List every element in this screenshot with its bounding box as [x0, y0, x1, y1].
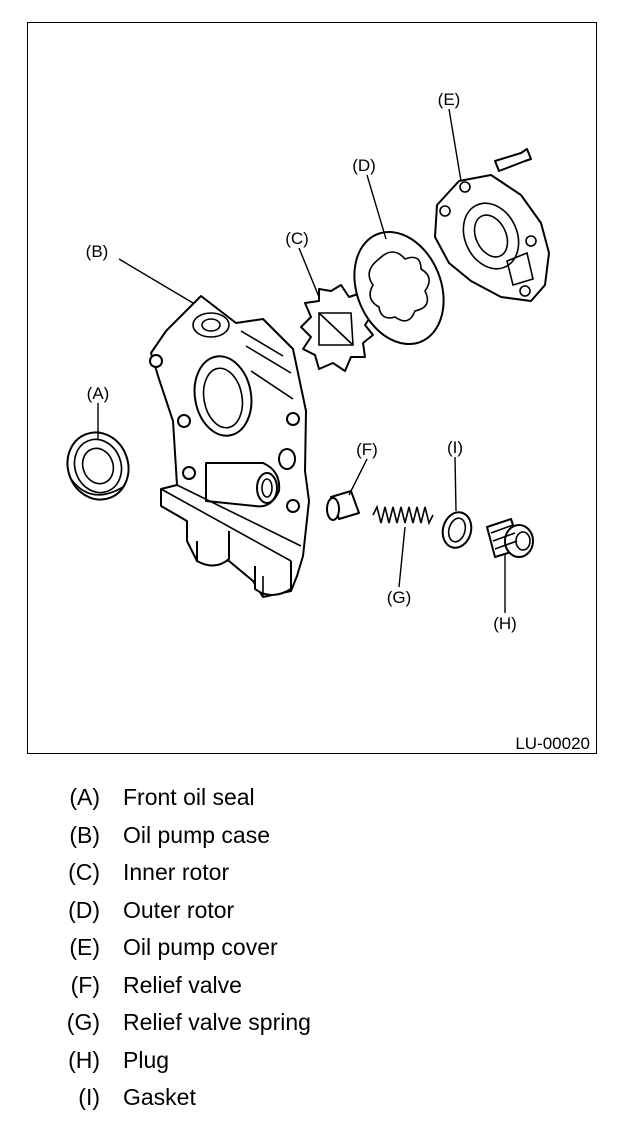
legend-key: (A) — [69, 784, 100, 810]
callout-e: (E) — [438, 90, 461, 109]
legend-key: (I) — [78, 1084, 100, 1110]
callout-h: (H) — [493, 614, 517, 633]
legend-text: Relief valve — [123, 971, 242, 998]
legend-item: (I) Gasket — [0, 1082, 624, 1112]
legend-text: Gasket — [123, 1084, 196, 1110]
legend-text: Oil pump cover — [123, 934, 278, 960]
legend-item: (E) Oil pump cover — [0, 932, 624, 962]
legend-item: (D) Outer rotor — [0, 895, 624, 925]
legend-text: Inner rotor — [123, 859, 230, 885]
callout-c: (C) — [285, 229, 309, 248]
legend-key: (G) — [66, 1009, 100, 1035]
exploded-view-drawing: (A) (B) (C) (D) (E) (F) (G) (H) (I) LU-0… — [66, 90, 590, 753]
leader-b — [118, 258, 194, 304]
front-oil-seal-drawing — [66, 431, 130, 501]
legend-item: (G) Relief valve spring — [0, 1007, 624, 1037]
legend-key: (H) — [68, 1046, 100, 1073]
oil-pump-cover-drawing — [434, 148, 550, 302]
gasket-drawing — [441, 511, 473, 549]
relief-valve-spring-drawing — [372, 504, 434, 526]
leader-f — [348, 458, 368, 496]
legend-text: Front oil seal — [123, 784, 255, 810]
oil-pump-case-drawing — [149, 295, 310, 598]
leader-e — [448, 108, 462, 182]
legend-key: (D) — [68, 896, 100, 923]
figure-code: LU-00020 — [515, 734, 590, 753]
callout-a: (A) — [87, 384, 110, 403]
legend-item: (H) Plug — [0, 1045, 624, 1075]
callout-d: (D) — [352, 156, 376, 175]
callout-b: (B) — [86, 242, 109, 261]
legend-text: Plug — [123, 1046, 170, 1073]
callout-f: (F) — [356, 440, 378, 459]
legend-text: Oil pump case — [123, 821, 271, 848]
exploded-view-figure: (A) (B) (C) (D) (E) (F) (G) (H) (I) LU-0… — [27, 22, 597, 754]
callout-i: (I) — [447, 438, 463, 457]
legend-key: (C) — [68, 859, 100, 885]
legend-text: Relief valve spring — [123, 1009, 311, 1035]
legend-key: (F) — [70, 971, 100, 998]
legend-item: (F) Relief valve — [0, 970, 624, 1000]
relief-valve-drawing — [326, 490, 360, 521]
leader-g — [398, 526, 406, 588]
legend-item: (A) Front oil seal — [0, 782, 624, 812]
leader-c — [298, 247, 320, 298]
leader-d — [366, 174, 387, 240]
legend-item: (B) Oil pump case — [0, 820, 624, 850]
legend-key: (E) — [69, 934, 100, 960]
outer-rotor-drawing — [353, 230, 445, 346]
plug-drawing — [486, 518, 534, 558]
leader-i — [454, 456, 457, 512]
legend-item: (C) Inner rotor — [0, 857, 624, 887]
callout-g: (G) — [387, 588, 412, 607]
legend-text: Outer rotor — [123, 896, 235, 923]
legend-key: (B) — [69, 821, 100, 848]
